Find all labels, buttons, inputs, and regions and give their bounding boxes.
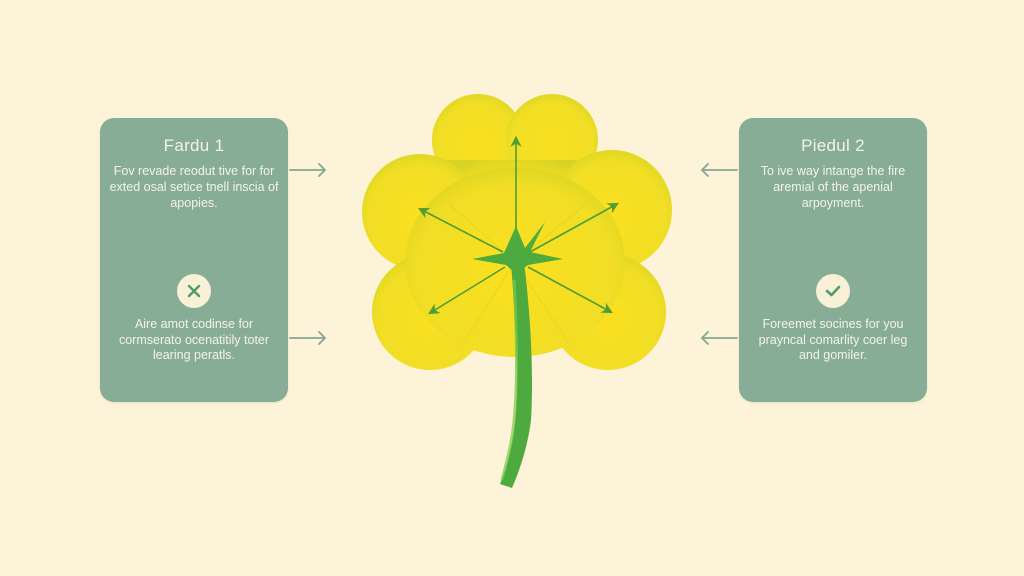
right-panel-title: Piedul 2 [801, 136, 865, 155]
arrow-left-icon [700, 163, 738, 177]
left-panel-title: Fardu 1 [163, 136, 225, 155]
star-center-icon [472, 222, 563, 274]
left-panel-top-text: Fov revade reodut tive for for exted osa… [109, 164, 279, 210]
arrow-right-icon [289, 331, 327, 345]
clover-stem [500, 262, 533, 488]
arrow-left-icon [700, 331, 738, 345]
right-panel-top-text: To ive way intange the fire aremial of t… [760, 164, 906, 210]
left-panel-bottom-text: Aire amot codinse for cormserato ocenati… [118, 317, 270, 362]
x-icon [187, 284, 201, 298]
arrow-right-icon [289, 163, 327, 177]
check-icon [825, 285, 841, 297]
left-badge [177, 274, 211, 308]
left-panel: Fardu 1 Fov revade reodut tive for for e… [100, 118, 288, 402]
right-panel: Piedul 2 To ive way intange the fire are… [739, 118, 927, 402]
right-badge [816, 274, 850, 308]
right-panel-bottom-text: Foreemet socines for you prayncal comarl… [758, 317, 908, 362]
